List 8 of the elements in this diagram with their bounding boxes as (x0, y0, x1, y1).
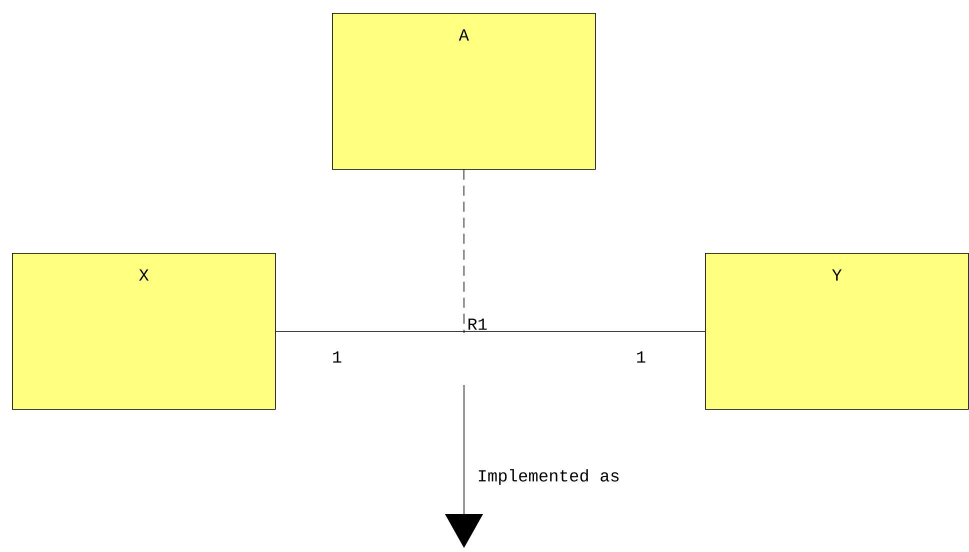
multiplicity-label: 1 (333, 351, 342, 363)
class-box: X (12, 253, 276, 410)
note-label: Implemented as (478, 469, 619, 485)
class-box: Y (705, 253, 969, 410)
edge-label: R1 (466, 318, 489, 331)
connector-line (275, 331, 706, 332)
class-box: A (332, 13, 596, 170)
multiplicity-label: 1 (637, 351, 646, 363)
